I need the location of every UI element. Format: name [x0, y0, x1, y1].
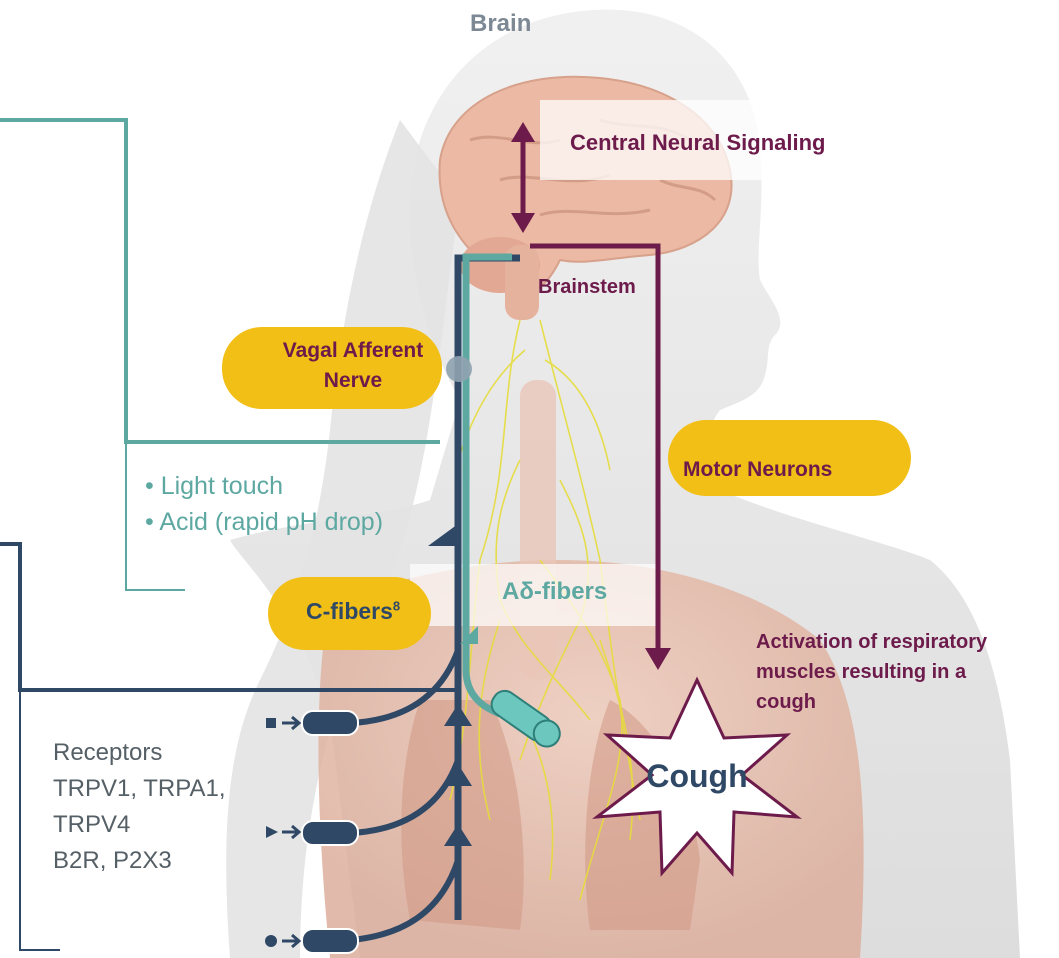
- brain-label: Brain: [470, 10, 531, 38]
- activation-description: Activation of respiratory muscles result…: [756, 627, 987, 717]
- brainstem-label: Brainstem: [538, 276, 636, 299]
- receptors-line-2: TRPV4: [53, 807, 226, 843]
- receptors-line-1: TRPV1, TRPA1,: [53, 771, 226, 807]
- c-fibers-text: C-fibers: [306, 598, 393, 624]
- stimuli-list: • Light touch • Acid (rapid pH drop): [145, 468, 383, 540]
- activation-line-3: cough: [756, 687, 987, 717]
- c-fibers-reference: 8: [393, 598, 400, 613]
- vagal-ganglion: [446, 356, 472, 382]
- vagal-afferent-nerve-label: Vagal Afferent Nerve: [258, 336, 448, 396]
- c-fiber-ending-mid: [302, 821, 358, 845]
- cough-label: Cough: [611, 758, 783, 795]
- central-neural-signaling-label: Central Neural Signaling: [570, 130, 826, 156]
- vagal-label-line1: Vagal Afferent: [258, 336, 448, 366]
- c-fiber-ending-bottom: [302, 929, 358, 953]
- ligand-square: [266, 718, 276, 728]
- stimulus-light-touch: • Light touch: [145, 468, 383, 504]
- c-fiber-ending-top: [302, 711, 358, 735]
- ligand-circle: [265, 935, 277, 947]
- stimulus-acid: • Acid (rapid pH drop): [145, 504, 383, 540]
- trachea: [520, 380, 556, 680]
- vagal-label-line2: Nerve: [258, 366, 448, 396]
- motor-neurons-label: Motor Neurons: [683, 458, 832, 482]
- receptors-line-3: B2R, P2X3: [53, 843, 226, 879]
- receptors-list: Receptors TRPV1, TRPA1, TRPV4 B2R, P2X3: [53, 735, 226, 879]
- c-fibers-label: C-fibers8: [306, 598, 400, 625]
- a-delta-fibers-label: Aδ-fibers: [502, 578, 607, 606]
- activation-line-2: muscles resulting in a: [756, 657, 987, 687]
- receptors-title: Receptors: [53, 735, 226, 771]
- activation-line-1: Activation of respiratory: [756, 627, 987, 657]
